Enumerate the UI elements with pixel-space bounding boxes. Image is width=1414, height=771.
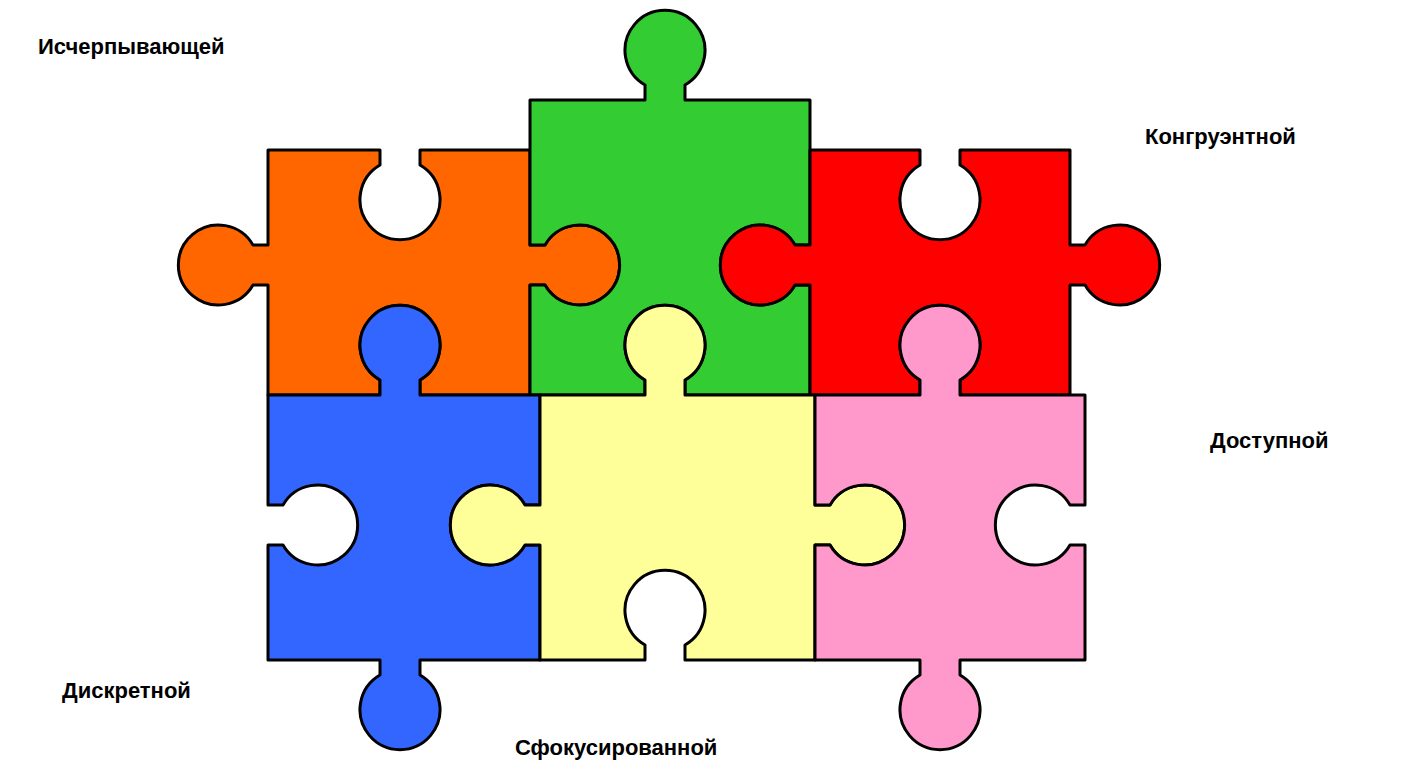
puzzle-label: Сфокусированной: [515, 735, 717, 761]
puzzle-label: Дискретной: [62, 678, 191, 704]
puzzle-label: Доступной: [1210, 428, 1328, 454]
puzzle-piece: [815, 305, 1085, 749]
puzzle-label: Исчерпывающей: [38, 34, 225, 60]
puzzle-label: Конгруэнтной: [1145, 124, 1296, 150]
